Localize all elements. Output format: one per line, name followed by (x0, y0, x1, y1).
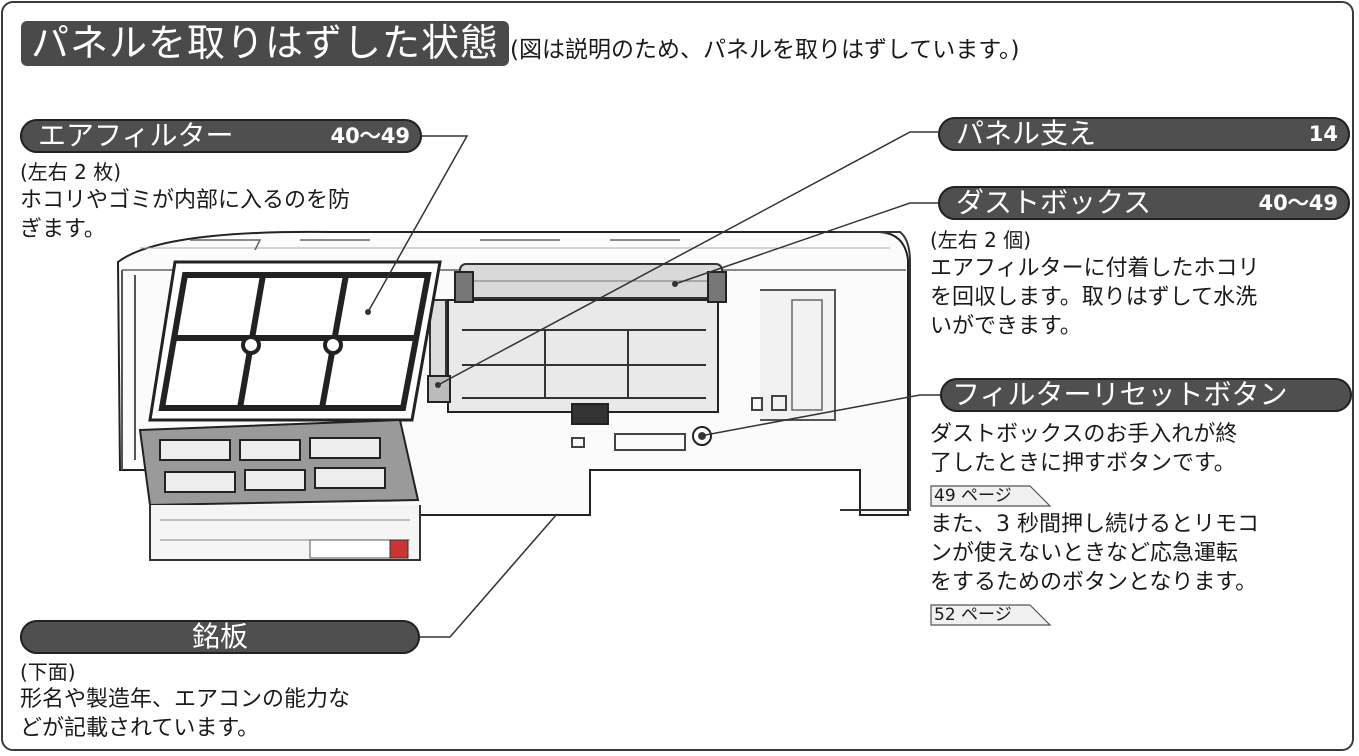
page-ref-arrow-icon (930, 604, 1052, 626)
air-filter-name: エアフィルター (38, 119, 234, 152)
leader-dust-box (674, 202, 938, 285)
page-ref-52[interactable]: 52 ページ (930, 604, 1070, 626)
filter-reset-desc2-3: をするためのボタンとなります。 (930, 570, 1258, 595)
leader-air-filter (367, 135, 469, 313)
page-ref-49[interactable]: 49 ページ (930, 485, 1070, 507)
filter-reset-name: フィルターリセットボタン (952, 378, 1288, 411)
nameplate-count: (下面) (20, 660, 76, 684)
panel-support-pages: 14 (1308, 122, 1338, 146)
page-ref-arrow-icon (930, 485, 1052, 507)
dust-box-pages: 40～49 (1258, 191, 1338, 215)
filter-reset-desc1-1: ダストボックスのお手入れが終 (930, 422, 1238, 447)
dust-box-desc-1: エアフィルターに付着したホコリ (930, 256, 1260, 281)
section-title: パネルを取りはずした状態 (21, 21, 510, 66)
leader-nameplate (419, 513, 558, 638)
air-filter-desc-2: ぎます。 (20, 217, 106, 242)
page-ref-52-text: 52 ページ (934, 605, 1012, 625)
leader-filter-reset (699, 394, 940, 437)
nameplate-name: 銘板 (191, 620, 248, 653)
page-ref-49-text: 49 ページ (934, 486, 1012, 506)
panel-support-name: パネル支え (956, 117, 1097, 150)
filter-reset-label: フィルターリセットボタン (940, 378, 1352, 412)
air-filter-desc-1: ホコリやゴミが内部に入るのを防 (20, 188, 351, 213)
dust-box-count: (左右 2 個) (930, 228, 1032, 252)
dust-box-desc-2: を回収します。取りはずして水洗 (930, 285, 1258, 310)
air-filter-count: (左右 2 枚) (20, 160, 122, 184)
dust-box-name: ダストボックス (956, 186, 1152, 219)
filter-reset-desc2-2: ンが使えないときなど応急運転 (930, 541, 1239, 566)
filter-reset-desc2-1: また、3 秒間押し続けるとリモコ (930, 512, 1259, 537)
filter-reset-desc1-2: 了したときに押すボタンです。 (930, 451, 1236, 476)
air-filter-label: エアフィルター 40～49 (20, 119, 422, 153)
dust-box-label: ダストボックス 40～49 (938, 186, 1350, 220)
section-note: (図は説明のため、パネルを取りはずしています。) (510, 37, 1020, 63)
nameplate-label: 銘板 (20, 620, 420, 654)
dust-box-desc-3: いができます。 (930, 314, 1082, 339)
leader-panel-support (437, 131, 938, 386)
nameplate-desc-1: 形名や製造年、エアコンの能力な (20, 687, 351, 712)
panel-support-label: パネル支え 14 (938, 117, 1350, 151)
nameplate-desc-2: どが記載されています。 (20, 716, 260, 741)
air-filter-pages: 40～49 (330, 124, 410, 148)
